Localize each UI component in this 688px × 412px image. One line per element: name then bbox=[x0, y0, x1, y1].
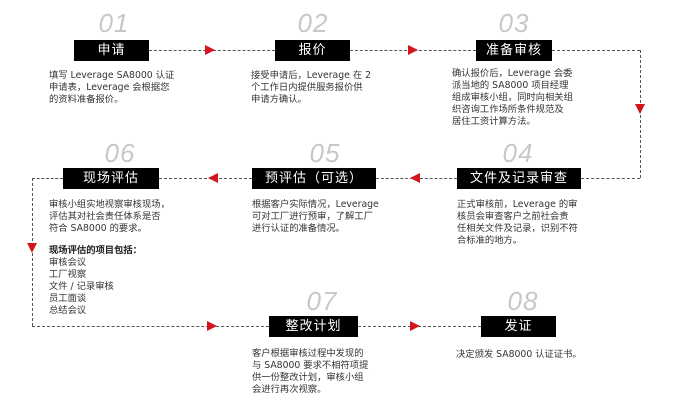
arrow-left-icon bbox=[208, 173, 218, 183]
arrow-right-icon bbox=[410, 321, 420, 331]
step-number-06: 06 bbox=[104, 138, 136, 168]
connector-04-right bbox=[581, 178, 640, 179]
arrow-left-icon bbox=[410, 173, 420, 183]
arrow-right-icon bbox=[408, 45, 418, 55]
step-desc-02: 接受申请后，Leverage 在 2 个工作日内提供服务报价供 申请方确认。 bbox=[251, 70, 372, 105]
arrow-down-icon bbox=[27, 243, 37, 253]
step-number-08: 08 bbox=[507, 286, 539, 316]
step-title-07: 整改计划 bbox=[269, 316, 358, 337]
step-number-03: 03 bbox=[498, 8, 530, 38]
step-title-02: 报价 bbox=[275, 40, 350, 61]
step-title-05: 预评估（可选） bbox=[252, 168, 376, 189]
step-desc-07: 客户根据审核过程中发现的 与 SA8000 要求不相符项提 供一份整改计划，审核… bbox=[252, 348, 369, 395]
arrow-right-icon bbox=[207, 321, 217, 331]
step-title-06: 现场评估 bbox=[63, 168, 159, 189]
evaluation-item: 员工面谈 bbox=[49, 293, 87, 304]
connector-right-vertical bbox=[640, 50, 641, 178]
arrow-right-icon bbox=[205, 45, 215, 55]
step-desc-08: 决定颁发 SA8000 认证证书。 bbox=[456, 349, 582, 360]
step-number-05: 05 bbox=[309, 138, 341, 168]
connector-05-06 bbox=[159, 178, 252, 179]
connector-03-right bbox=[552, 50, 640, 51]
step-number-01: 01 bbox=[98, 8, 130, 38]
evaluation-item: 审核会议 bbox=[49, 257, 87, 268]
connector-06-left bbox=[32, 178, 63, 179]
connector-bottom-07 bbox=[32, 326, 269, 327]
step-desc-03: 确认报价后，Leverage 会委 派当地的 SA8000 项目经理 组成审核小… bbox=[452, 68, 573, 127]
step-title-08: 发证 bbox=[481, 316, 556, 337]
evaluation-item: 文件 / 记录审核 bbox=[49, 281, 114, 292]
step-desc-04: 正式审核前，Leverage 的审 核员会审查客户之前社会责 任相关文件及记录，… bbox=[457, 199, 578, 246]
step-title-04: 文件及记录审查 bbox=[457, 168, 581, 189]
step-number-02: 02 bbox=[297, 8, 329, 38]
step-desc-05: 根据客户实际情况，Leverage 可对工厂进行预审，了解工厂 进行认证的准备情… bbox=[252, 199, 379, 234]
step-title-03: 准备审核 bbox=[476, 40, 552, 61]
step-desc-01: 填写 Leverage SA8000 认证 申请表，Leverage 会根据您 … bbox=[49, 70, 175, 105]
step-desc-06: 审核小组实地视察审核现场， 评估其对社会责任体系是否 符合 SA8000 的要求… bbox=[49, 199, 170, 316]
evaluation-item: 工厂视察 bbox=[49, 269, 87, 280]
step-title-01: 申请 bbox=[74, 40, 149, 61]
step-number-04: 04 bbox=[502, 138, 534, 168]
arrow-down-icon bbox=[635, 104, 645, 114]
evaluation-item: 总结会议 bbox=[49, 305, 87, 316]
step-number-07: 07 bbox=[306, 286, 338, 316]
evaluation-items-title: 现场评估的项目包括： bbox=[49, 245, 142, 256]
